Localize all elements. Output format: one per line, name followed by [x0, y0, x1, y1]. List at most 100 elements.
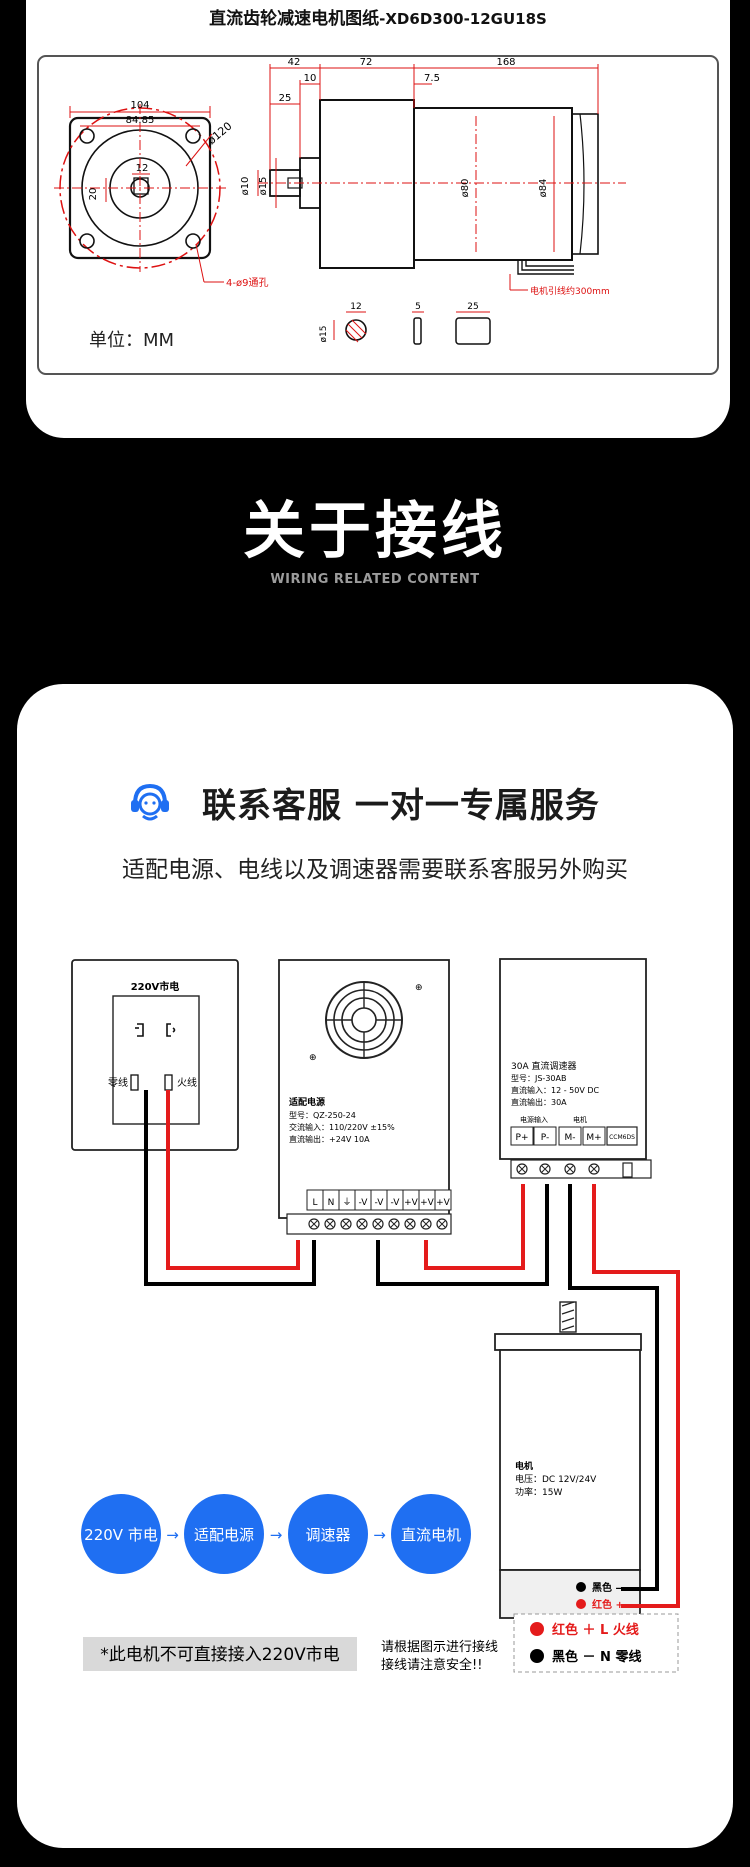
controller-motor-group: 电机 — [573, 1115, 587, 1124]
psu-terminal-label: -V — [359, 1198, 369, 1208]
flow-step-label: 适配电源 — [194, 1526, 254, 1544]
wires — [144, 1090, 680, 1608]
flow-arrow-icon: → — [270, 1526, 283, 1544]
warning-box — [83, 1637, 357, 1671]
wiring-diagram: 220V市电 零线 火线 ⊕ ⊕ 适配电源 型号：QZ-250-24 交流输入：… — [71, 958, 680, 1673]
controller-ccm-label-box — [606, 1126, 638, 1146]
flow-step-label: 调速器 — [305, 1526, 350, 1544]
customer-service-subtitle: 适配电源、电线以及调速器需要联系客服另外购买 — [122, 857, 628, 883]
legend-red-text: 红色 ＋ L 火线 — [552, 1622, 639, 1638]
dim-25: 25 — [279, 93, 292, 104]
controller-terminal-label: M+ — [586, 1133, 601, 1143]
outlet-title: 220V市电 — [131, 980, 180, 993]
motor-flange — [494, 1333, 642, 1351]
flow-step-label: 220V 市电 — [84, 1526, 158, 1544]
dim-phi84: ø84 — [538, 179, 549, 198]
psu-terminal-label: +V — [420, 1198, 435, 1208]
outlet-live-label: 火线 — [177, 1076, 197, 1089]
controller-dc-input: 直流输入：12 - 50V DC — [511, 1085, 600, 1095]
unit-label: 单位：MM — [89, 330, 175, 351]
motor-red-wire: 红色 + — [592, 1598, 624, 1611]
psu-name: 适配电源 — [289, 1096, 325, 1108]
motor-power: 功率：15W — [515, 1486, 562, 1498]
warning-text: *此电机不可直接接入220V市电 — [100, 1645, 340, 1665]
flow-step-circle — [184, 1494, 264, 1574]
controller-ccm-label: CCM6DS — [609, 1134, 635, 1141]
red-wire-dot — [576, 1599, 586, 1609]
motor-name: 电机 — [515, 1460, 533, 1472]
dim-72: 72 — [360, 57, 373, 68]
psu-model: 型号：QZ-250-24 — [289, 1111, 356, 1120]
controller-box — [499, 958, 647, 1160]
controller-terminal-label-box — [582, 1126, 606, 1146]
controller-model: 型号：JS-30AB — [511, 1074, 566, 1083]
key-dim-25: 25 — [467, 302, 478, 312]
dim-phi80: ø80 — [460, 179, 471, 198]
psu-screw-icon-2: ⊕ — [309, 1053, 317, 1063]
dim-phi15: ø15 — [258, 177, 269, 196]
flow-step-circle — [81, 1494, 161, 1574]
flow-step-label: 直流电机 — [401, 1526, 461, 1544]
drawing-card: 直流齿轮减速电机图纸-XD6D300-12GU18S 104 84.85 12 … — [26, 0, 730, 438]
wiring-card: 联系客服 一对一专属服务 适配电源、电线以及调速器需要联系客服另外购买 220V… — [17, 684, 733, 1848]
psu-terminal-label: +V — [404, 1198, 419, 1208]
legend-black-text: 黑色 － N 零线 — [552, 1649, 641, 1665]
controller-terminal-label-box — [533, 1126, 557, 1146]
key-dim-phi15: ø15 — [319, 326, 329, 343]
controller-name: 30A 直流调速器 — [511, 1060, 576, 1072]
drawing-title: 直流齿轮减速电机图纸-XD6D300-12GU18S — [209, 9, 547, 29]
flow-arrow-icon: → — [373, 1526, 386, 1544]
motor-shaft — [559, 1301, 577, 1333]
key-dim-12: 12 — [350, 302, 361, 312]
advice-line-2: 接线请注意安全!! — [381, 1657, 482, 1673]
key-dim-5: 5 — [415, 302, 421, 312]
psu-ac-input: 交流输入：110/220V ±15% — [289, 1122, 395, 1132]
controller-power-group: 电源输入 — [520, 1115, 548, 1124]
dim-20: 20 — [88, 188, 99, 201]
advice-line-1: 请根据图示进行接线 — [381, 1639, 498, 1655]
dim-75: 7.5 — [424, 73, 440, 84]
flow-step-circle — [391, 1494, 471, 1574]
outlet-neutral-label: 零线 — [108, 1076, 128, 1089]
controller-terminal-label-box — [510, 1126, 534, 1146]
customer-service-title: 联系客服 一对一专属服务 — [202, 786, 600, 826]
psu-terminal-label: N — [328, 1198, 335, 1208]
customer-service-icon — [131, 783, 169, 821]
dim-lead: 电机引线约300mm — [530, 285, 610, 297]
dim-8485: 84.85 — [126, 115, 155, 126]
section-subtitle: WIRING RELATED CONTENT — [270, 572, 480, 587]
fan-icon — [325, 981, 403, 1059]
dim-phi10: ø10 — [240, 177, 251, 196]
psu-terminal-label: -V — [375, 1198, 385, 1208]
legend-red-dot — [530, 1622, 544, 1636]
dimension-drawing: 104 84.85 12 20 ø120 4-ø9通孔 电机引线约300mm 4… — [37, 55, 719, 375]
psu-terminal-label-box — [434, 1189, 452, 1211]
motor-black-wire: 黑色 — — [592, 1581, 625, 1594]
flow-step-circle — [288, 1494, 368, 1574]
dim-10: 10 — [304, 73, 317, 84]
live-terminal — [164, 1074, 173, 1091]
psu-terminal-label: +V — [436, 1198, 451, 1208]
dim-168: 168 — [496, 57, 515, 68]
controller-dc-output: 直流输出：30A — [511, 1097, 567, 1107]
controller-terminal-label-box — [558, 1126, 582, 1146]
flow-arrow-icon: → — [166, 1526, 179, 1544]
psu-terminal-label: L — [312, 1198, 317, 1208]
motor-voltage: 电压：DC 12V/24V — [515, 1473, 597, 1485]
outlet-socket — [112, 995, 200, 1125]
dim-12: 12 — [136, 163, 149, 174]
psu-screw-icon: ⊕ — [415, 983, 423, 993]
psu-dc-output: 直流输出：+24V 10A — [289, 1134, 370, 1144]
customer-service-row: 联系客服 一对一专属服务 — [17, 778, 733, 828]
controller-terminal-label: M- — [564, 1133, 575, 1143]
neutral-terminal — [130, 1074, 139, 1091]
socket-holes-icon — [135, 1023, 176, 1037]
psu-terminal-label: -V — [391, 1198, 401, 1208]
psu-terminal-label: ⏚ — [342, 1197, 351, 1208]
section-title: 关于接线 — [242, 494, 507, 567]
legend-black-dot — [530, 1649, 544, 1663]
dim-104: 104 — [130, 100, 149, 111]
controller-terminal-label: P- — [541, 1133, 549, 1143]
controller-terminal-label: P+ — [516, 1133, 529, 1143]
dim-holes: 4-ø9通孔 — [226, 277, 268, 289]
